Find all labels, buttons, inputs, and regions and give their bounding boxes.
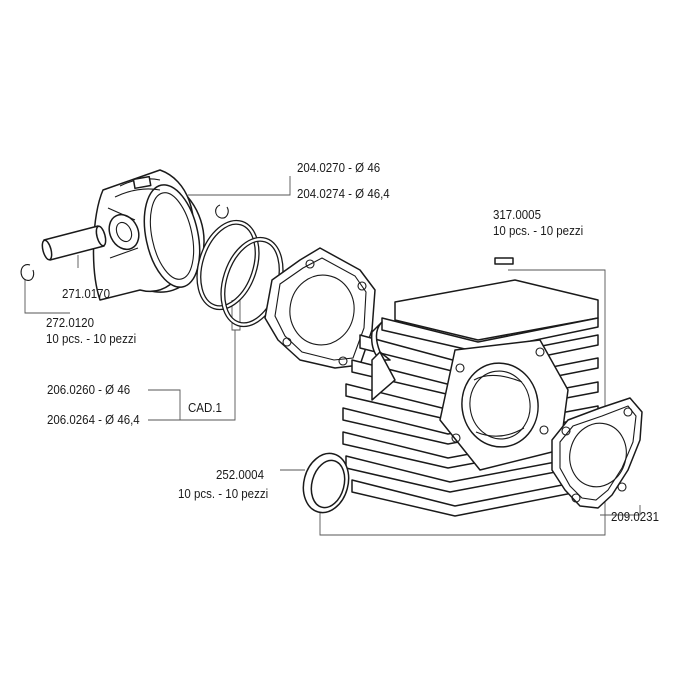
label-stud-code: 317.0005 xyxy=(493,208,541,222)
label-rings-46: 206.0260 - Ø 46 xyxy=(47,383,131,397)
label-base-gasket-code: 209.0231 xyxy=(611,510,659,524)
label-piston-46: 204.0270 - Ø 46 xyxy=(297,161,381,175)
label-seal-code: 252.0004 xyxy=(216,468,264,482)
piston-pin xyxy=(41,225,107,261)
label-piston-46-4: 204.0274 - Ø 46,4 xyxy=(297,187,390,201)
leader-stud-cylinder xyxy=(319,269,606,536)
label-circlip-code: 272.0120 xyxy=(46,316,94,330)
circlip-right xyxy=(215,204,229,219)
leader-base-gasket xyxy=(600,505,641,516)
label-rings-46-4: 206.0264 - Ø 46,4 xyxy=(47,413,140,427)
circlip-left xyxy=(20,264,35,281)
piston-ring-1 xyxy=(196,219,260,311)
piston xyxy=(92,169,205,301)
label-circlip-qty: 10 pcs. - 10 pezzi xyxy=(46,332,137,346)
label-stud-qty: 10 pcs. - 10 pezzi xyxy=(493,224,584,238)
leader-lines xyxy=(24,176,641,536)
seal-ring xyxy=(302,452,350,514)
stud xyxy=(494,257,514,265)
label-seal-qty: 10 pcs. - 10 pezzi xyxy=(178,487,269,501)
head-gasket xyxy=(264,247,376,369)
leader-rings-top xyxy=(231,295,241,331)
leader-piston xyxy=(188,176,291,196)
base-gasket xyxy=(551,397,643,509)
leader-circlip xyxy=(24,280,70,314)
label-rings-cad: CAD.1 xyxy=(188,401,222,415)
leader-rings-bracket xyxy=(148,389,181,421)
label-pin-code: 271.0170 xyxy=(62,287,110,301)
leader-rings-vertical xyxy=(180,330,236,421)
cylinder-barrel xyxy=(342,279,599,517)
